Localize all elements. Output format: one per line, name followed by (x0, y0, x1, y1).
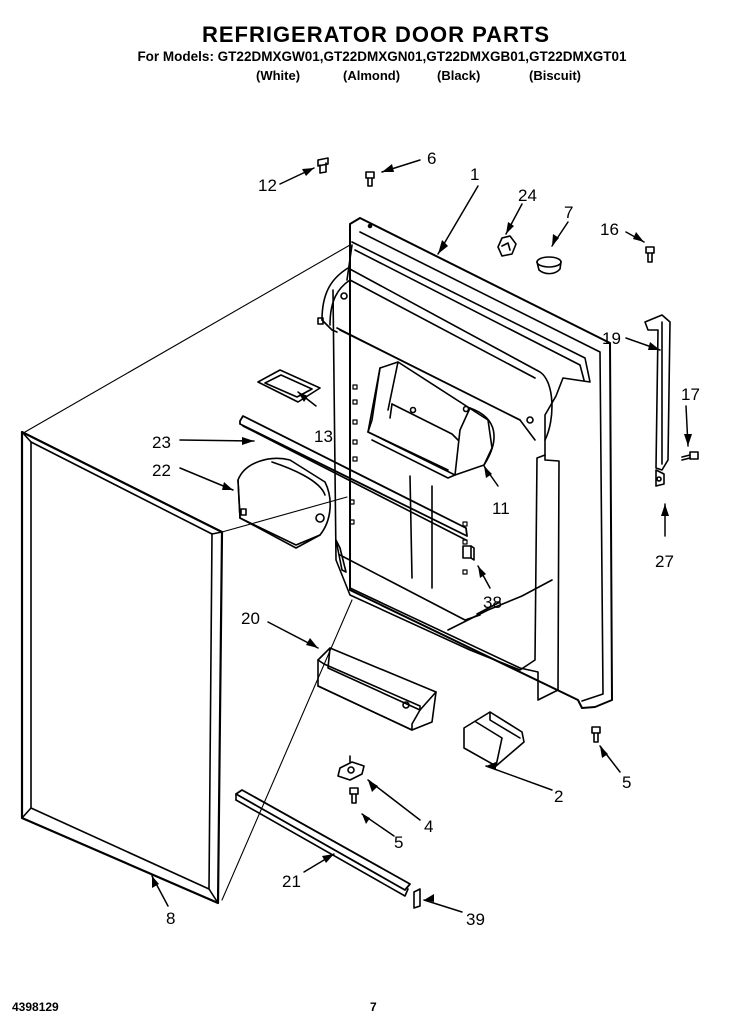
screw-5-right (591, 726, 601, 743)
handle (644, 314, 671, 487)
callout-5-right: 5 (622, 773, 631, 792)
model-list: For Models: GT22DMXGW01,GT22DMXGN01,GT22… (137, 49, 627, 64)
callout-5-lower: 5 (394, 833, 403, 852)
callout-numbers: 1 6 12 24 7 16 19 17 27 11 38 13 23 22 2… (152, 149, 700, 929)
callout-38: 38 (483, 593, 502, 612)
callout-27: 27 (655, 552, 674, 571)
bottom-trim (235, 789, 411, 897)
doc-number: 4398129 (12, 1000, 59, 1014)
color-almond: (Almond) (343, 68, 401, 83)
callout-6: 6 (427, 149, 436, 168)
page-number: 7 (370, 1000, 377, 1014)
callout-21: 21 (282, 872, 301, 891)
callout-11: 11 (492, 499, 510, 518)
screw-12 (317, 157, 329, 174)
bracket (337, 755, 365, 781)
shelf-rail (239, 415, 468, 541)
screw-16 (645, 246, 655, 263)
perspective-lines (24, 244, 353, 901)
door-bin (317, 647, 437, 731)
arrowheads (152, 164, 692, 902)
leader-lines (151, 159, 689, 913)
clip (413, 888, 421, 909)
callout-12: 12 (258, 176, 277, 195)
color-white: (White) (256, 68, 301, 83)
callout-4: 4 (424, 817, 433, 836)
bin-cover (257, 369, 321, 403)
retainer (462, 545, 475, 561)
upper-door-shelf (317, 267, 553, 441)
plug (536, 256, 562, 275)
callout-2: 2 (554, 787, 563, 806)
color-black: (Black) (437, 68, 481, 83)
screw-5-lower (349, 787, 359, 804)
door-panel (332, 217, 613, 709)
callout-7: 7 (564, 203, 573, 222)
callout-20: 20 (241, 609, 260, 628)
callout-16: 16 (600, 220, 619, 239)
callout-23: 23 (152, 433, 171, 452)
color-biscuit: (Biscuit) (529, 68, 581, 83)
door-gasket (20, 430, 224, 905)
hinge-pin (497, 235, 517, 257)
callout-39: 39 (466, 910, 485, 929)
callout-22: 22 (152, 461, 171, 480)
callout-8: 8 (166, 909, 175, 928)
callout-17: 17 (681, 385, 700, 404)
callout-1: 1 (470, 165, 479, 184)
page-title: REFRIGERATOR DOOR PARTS (201, 22, 551, 47)
dairy-bin (367, 361, 495, 479)
screw-17 (681, 451, 699, 461)
callout-19: 19 (602, 329, 621, 348)
callout-13: 13 (314, 427, 333, 446)
screw-6 (365, 171, 375, 187)
covered-bin (237, 457, 331, 549)
door-stop (463, 711, 525, 767)
callout-24: 24 (518, 186, 537, 205)
